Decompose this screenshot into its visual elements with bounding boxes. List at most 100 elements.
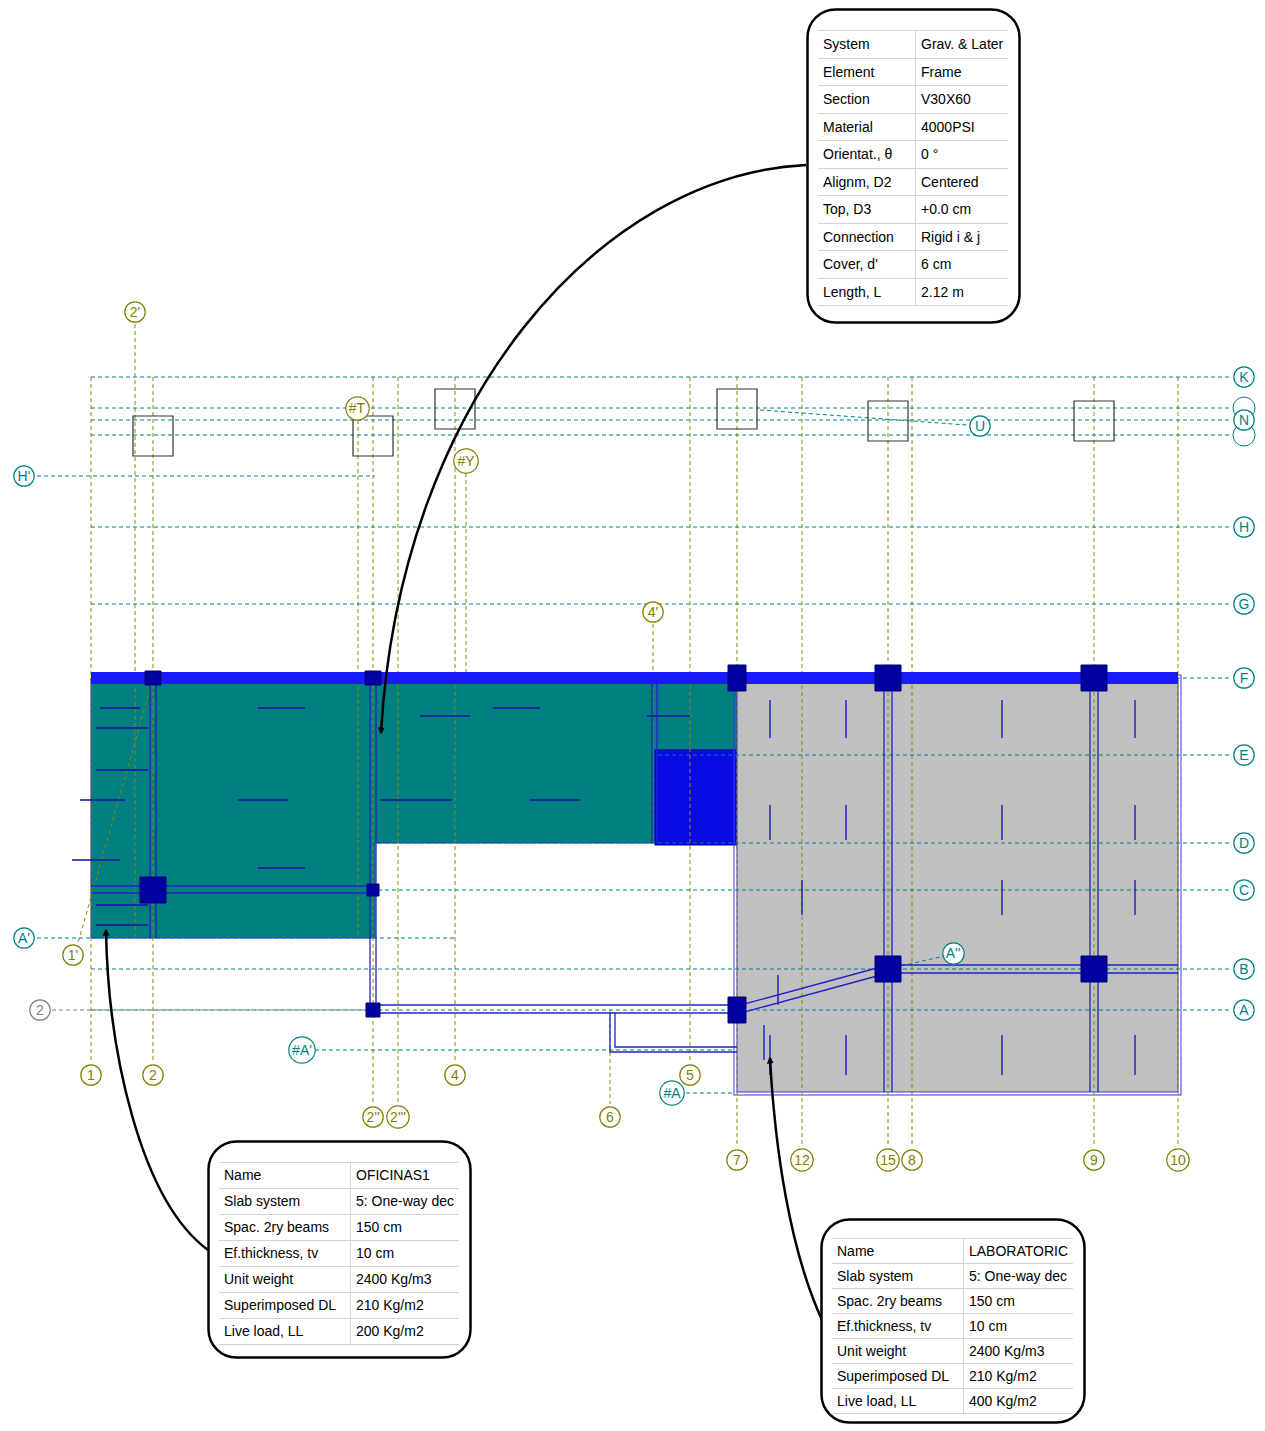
column-outline [133, 389, 1114, 456]
bubble-outline [1234, 959, 1254, 979]
grid-bubble: #A' [288, 1036, 316, 1064]
grid-label: 7 [726, 1149, 748, 1171]
grid-label: 5 [679, 1064, 701, 1086]
bubble-outline [1234, 594, 1254, 614]
property-name: Name [219, 1163, 351, 1189]
grid-label: N [1233, 409, 1255, 431]
property-value: 4000PSI [916, 114, 1008, 142]
bubble-outline [1234, 880, 1254, 900]
property-value: 2.12 m [916, 279, 1008, 307]
grid-label: #A [659, 1080, 685, 1106]
grid-bubble: 2''' [386, 1105, 410, 1129]
property-value: 150 cm [351, 1215, 459, 1241]
property-value: 5: One-way dec [351, 1189, 459, 1215]
grid-label: C [1233, 879, 1255, 901]
grid-label: 2'' [362, 1106, 384, 1128]
grid-bubble: K [1233, 366, 1255, 388]
grid-label: A' [13, 927, 35, 949]
property-value: LABORATORIC [964, 1239, 1073, 1264]
property-name: Slab system [832, 1264, 964, 1289]
bubble-outline [600, 1107, 620, 1127]
bubble-outline [1234, 410, 1254, 430]
grid-bubble: 1' [62, 944, 84, 966]
property-name: Name [832, 1239, 964, 1264]
grid-bubble: 1 [80, 1064, 102, 1086]
grid-bubble: 8 [901, 1149, 923, 1171]
grid-label: 10 [1166, 1148, 1190, 1172]
bubble-outline [14, 928, 34, 948]
property-name: Spac. 2ry beams [832, 1289, 964, 1314]
grid-label: 1 [80, 1064, 102, 1086]
office-slab [91, 678, 737, 938]
beam [91, 678, 1178, 1092]
grid-label: 2' [124, 301, 146, 323]
bubble-outline [1234, 1000, 1254, 1020]
callout-arrow [381, 165, 806, 733]
slab-opening [655, 750, 737, 845]
grid-label: 15 [876, 1148, 900, 1172]
bubble-outline [643, 602, 663, 622]
grid-line [78, 324, 1178, 1147]
bubble-outline [1234, 517, 1254, 537]
bubble-outline [387, 1106, 409, 1128]
bubble-outline [680, 1065, 700, 1085]
property-name: Superimposed DL [832, 1364, 964, 1389]
bubble-outline [454, 449, 478, 473]
callout-outline [209, 1142, 471, 1358]
grid-label: 2 [142, 1064, 164, 1086]
grid-bubble: A'' [942, 942, 965, 965]
property-value: Frame [916, 59, 1008, 87]
grid-label: 2 [29, 999, 51, 1021]
grid-bubble: A' [13, 927, 35, 949]
grid-bubble: H' [13, 465, 35, 487]
grid-label: F [1233, 667, 1255, 689]
grid-bubble: #Y [453, 448, 479, 474]
grid-line [37, 377, 1232, 1093]
grid-bubble: 9 [1083, 1149, 1105, 1171]
bubble-outline [1084, 1150, 1104, 1170]
bubble-outline [1167, 1149, 1189, 1171]
property-name: Ef.thickness, tv [219, 1241, 351, 1267]
grid-bubble: G [1233, 593, 1255, 615]
property-value: 2400 Kg/m3 [351, 1267, 459, 1293]
grid-bubble: D [1233, 832, 1255, 854]
slab-edge [737, 678, 1178, 1092]
bubble-outline [1234, 833, 1254, 853]
property-value: 10 cm [351, 1241, 459, 1267]
callout-arrow [106, 930, 208, 1250]
bubble-outline [363, 1107, 383, 1127]
grid-label: A'' [942, 942, 965, 965]
grid-bubble: 2 [142, 1064, 164, 1086]
grid-bubble: 12 [790, 1148, 814, 1172]
grid-label: H' [13, 465, 35, 487]
property-table: NameOFICINAS1Slab system5: One-way decSp… [219, 1162, 459, 1345]
property-name: Spac. 2ry beams [219, 1215, 351, 1241]
property-value: 5: One-way dec [964, 1264, 1073, 1289]
grid-bubble: 7 [726, 1149, 748, 1171]
grid-bubble: F [1233, 667, 1255, 689]
property-name: Unit weight [219, 1267, 351, 1293]
grid-label: U [969, 415, 991, 437]
property-value: OFICINAS1 [351, 1163, 459, 1189]
property-name: Live load, LL [219, 1319, 351, 1345]
callout-box: NameOFICINAS1Slab system5: One-way decSp… [207, 1140, 471, 1359]
grid-bubble: U [969, 415, 991, 437]
property-name: Material [818, 114, 916, 142]
property-value: 150 cm [964, 1289, 1073, 1314]
property-name: Alignm, D2 [818, 169, 916, 197]
bubble-outline [81, 1065, 101, 1085]
bubble-outline [14, 466, 34, 486]
bubble-outline [970, 416, 990, 436]
bubble-outline [877, 1149, 899, 1171]
property-table: SystemGrav. & LaterElementFrameSectionV3… [818, 30, 1008, 306]
bubble-outline [942, 942, 963, 963]
property-name: Unit weight [832, 1339, 964, 1364]
grid-bubble: 15 [876, 1148, 900, 1172]
grid-label: 6 [599, 1106, 621, 1128]
bubble-outline [143, 1065, 163, 1085]
grid-label: G [1233, 593, 1255, 615]
property-name: Superimposed DL [219, 1293, 351, 1319]
grid-label: 1' [62, 944, 84, 966]
grid-bubble: H [1233, 516, 1255, 538]
